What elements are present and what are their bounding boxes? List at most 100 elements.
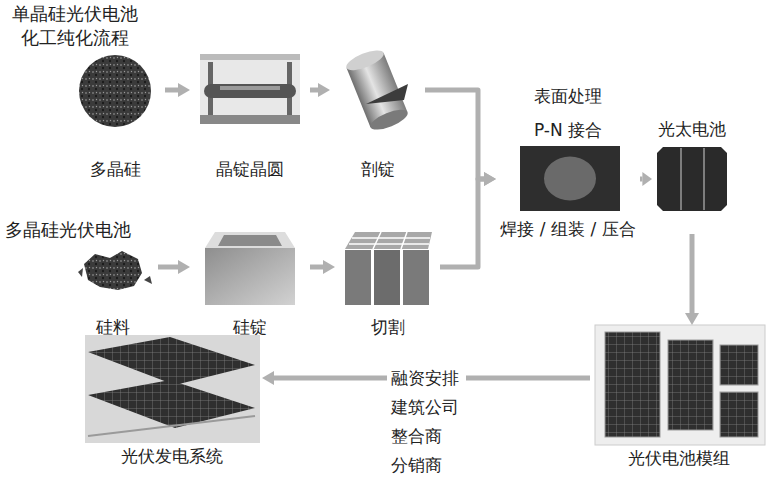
junction-step: 表面处理 P-N 接合焊接 / 组装 / 压合 [496,85,640,240]
process-step: 硅锭 [190,228,310,338]
ingot-puller-picture-part [200,115,300,124]
caption-row: 表面处理 [496,85,640,107]
arrow-head [318,83,330,97]
panel-modules-picture-part [595,325,765,445]
caption-text: 硅锭 [233,316,267,338]
arrow-line [690,234,695,313]
picture-space [590,325,768,447]
caption-row: P-N 接合 [496,119,640,141]
process-step: 多晶硅 [65,50,165,180]
arrow-line [425,90,484,179]
ingot-slicing-picture-part-part [344,46,386,74]
pv-system-picture-part [88,380,255,428]
caption-text: 切割 [371,316,405,338]
arrow-head [484,172,496,186]
picture-space [68,228,158,316]
ingot-puller-picture-part [220,86,280,90]
process-step: 切割 [335,228,440,338]
ingot-puller-picture-part [200,54,300,60]
arrow-head [685,313,699,325]
silicon-block-picture-part [205,248,295,305]
picture-space [190,228,310,316]
caption-row: 切割 [335,316,440,338]
row-heading: 多晶硅光伏电池 [5,218,131,242]
row-heading: 单晶硅光伏电池 化工纯化流程 [8,2,141,50]
caption-text: 光太电池 [658,118,726,140]
pv-system-picture-part [88,416,255,436]
flow-arrow [685,234,699,325]
panel-modules-picture-part [720,392,758,437]
silicon-chunks-picture-part [78,268,83,277]
arrow-head [323,260,335,274]
flow-arrow [165,83,190,97]
caption-text: 光伏发电系统 [121,445,223,467]
panel-modules-picture-part [605,332,660,437]
solar-cell-picture-part [703,148,705,210]
arrow-head [178,83,190,97]
ingot-slicing-picture [344,46,410,133]
caption-text: 焊接 / 组装 / 压合 [500,218,635,240]
process-step: 晶锭晶圆 [190,50,310,180]
caption-row: 多晶硅 [65,158,165,180]
picture-space [330,50,425,158]
product-step: 光太电池 [652,118,732,234]
panel-modules-picture-part [720,345,758,385]
wafer-picture-part [520,146,620,211]
solar-cell-picture [657,147,727,211]
cut-bricks-picture-part [349,243,429,245]
arrow-line [310,265,323,270]
caption-text: 剖锭 [361,158,395,180]
wafer-picture-part [544,157,596,201]
panel-modules-picture [595,325,765,445]
caption-row: 晶锭晶圆 [190,158,310,180]
caption-text: P-N 接合 [534,119,602,141]
caption-row: 焊接 / 组装 / 压合 [496,218,640,240]
system-step: 光伏发电系统 [82,335,262,467]
caption-row: 光伏电池模组 [590,447,768,469]
solar-cell-picture-part [657,147,727,211]
arrow-line [165,88,178,93]
flow-arrow [310,260,335,274]
solar-cell-picture-part [680,148,682,210]
silicon-chunks-picture [78,251,152,290]
picture-space [335,228,440,316]
caption-text: 硅料 [96,316,130,338]
caption-text: 表面处理 [534,85,602,107]
arrow-head [484,172,496,186]
caption-row: 剖锭 [330,158,425,180]
spacer [496,107,640,119]
cut-bricks-picture-part [403,250,429,305]
arrow-line [310,88,318,93]
cut-bricks-picture-part [345,232,432,249]
wafer-picture [520,146,620,211]
ingot-puller-picture [200,54,300,124]
cut-bricks-picture-part [345,250,371,305]
caption-text: 光伏电池模组 [628,447,730,469]
flow-arrow [440,172,496,267]
picture-space [190,50,310,158]
picture-space [82,335,262,445]
caption-row: 硅料 [68,316,158,338]
picture-space [496,141,640,218]
cut-bricks-picture-part [373,232,381,249]
panel-modules-picture-part [668,340,713,430]
caption-text: 晶锭晶圆 [216,158,284,180]
flow-arrow [158,260,190,274]
arrow-head [178,260,190,274]
cut-bricks-picture [345,232,432,305]
pv-system-picture-part [85,335,260,443]
silicon-block-picture-part [218,235,282,246]
caption-row: 硅锭 [190,316,310,338]
arrow-head [262,371,274,385]
cut-bricks-picture-part [401,232,407,249]
ingot-puller-picture-part [204,84,296,98]
pv-system-picture [85,335,260,443]
caption-row: 光太电池 [652,118,732,140]
polysilicon-picture [79,55,151,127]
picture-space [652,140,732,234]
silicon-chunks-picture-part [84,251,142,290]
caption-row: 光伏发电系统 [82,445,262,467]
cut-bricks-picture-part [374,250,400,305]
process-step: 剖锭 [330,50,425,180]
